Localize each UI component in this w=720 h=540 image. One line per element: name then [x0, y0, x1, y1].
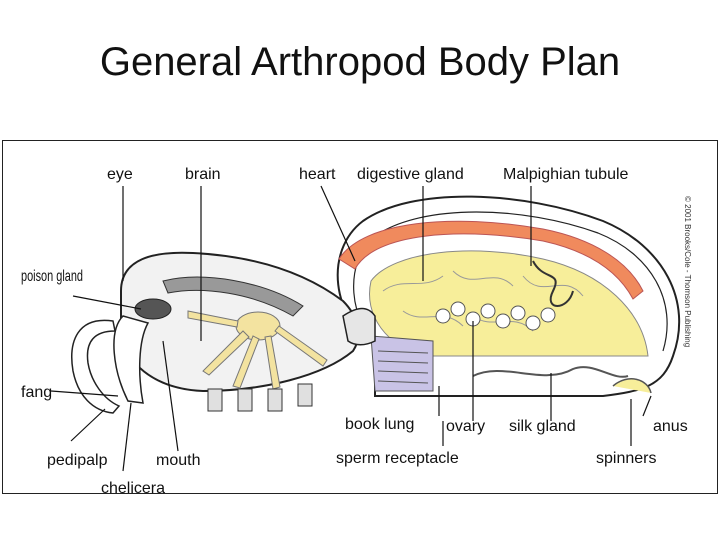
credit-line: © 2001 Brooks/Cole - Thomson Publishing [683, 196, 692, 347]
slide-title: General Arthropod Body Plan [0, 40, 720, 85]
label-chelicera: chelicera [101, 480, 165, 494]
label-ovary: ovary [446, 418, 485, 435]
label-spinners: spinners [596, 450, 656, 467]
label-anus: anus [653, 418, 688, 435]
label-heart: heart [299, 166, 336, 183]
arthropod-diagram: eye brain heart digestive gland Malpighi… [2, 140, 718, 494]
label-silk-gland: silk gland [509, 418, 576, 435]
label-pedipalp: pedipalp [47, 452, 108, 469]
label-sperm-receptacle: sperm receptacle [336, 450, 459, 467]
label-fang: fang [21, 384, 52, 401]
pedicel [343, 309, 375, 345]
label-mouth: mouth [156, 452, 200, 469]
label-eye: eye [107, 166, 133, 183]
label-book-lung: book lung [345, 416, 414, 433]
pedipalp-shape [72, 320, 119, 413]
spider-anatomy-svg: eye brain heart digestive gland Malpighi… [3, 141, 718, 494]
label-malpighian-tubule: Malpighian tubule [503, 166, 629, 183]
label-poison-gland: poison gland [21, 268, 83, 285]
label-brain: brain [185, 166, 221, 183]
label-digestive-gland: digestive gland [357, 166, 464, 183]
